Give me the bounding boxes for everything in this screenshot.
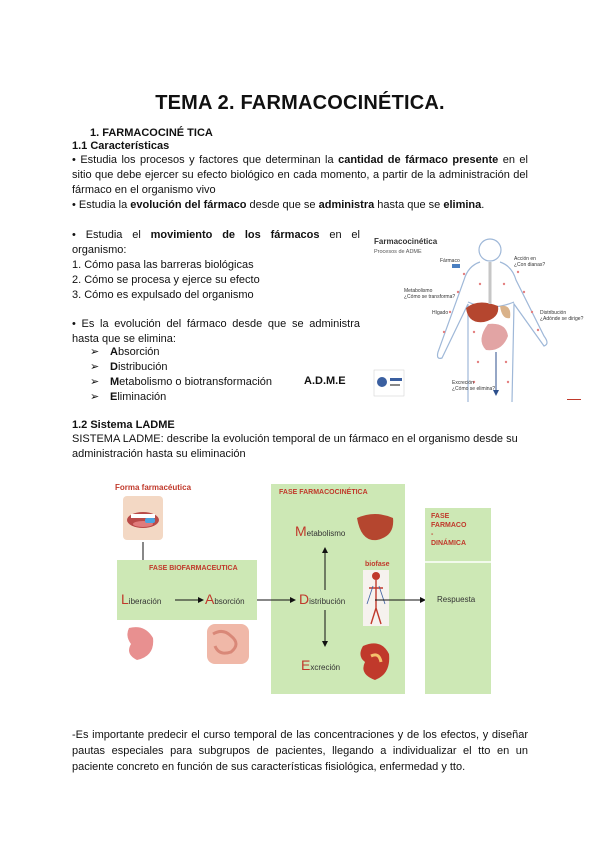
adme-body-figure: Farmacocinética Procesos de ADME Fármaco — [373, 237, 584, 403]
list-item-1: 1. Cómo pasa las barreras biológicas — [72, 259, 254, 271]
fase-bio-box — [117, 560, 257, 620]
distribucion-label: Distribución — [299, 591, 345, 607]
intestine-icon — [481, 323, 508, 351]
page-title: TEMA 2. FARMACOCINÉTICA. — [155, 92, 445, 114]
biofase-label: biofase — [365, 561, 390, 568]
adme-label: A.D.M.E — [304, 375, 346, 387]
liver-icon — [357, 514, 394, 541]
absorcion-label: Absorción — [205, 591, 245, 607]
label-distribucion: Distribución¿Adónde se dirige? — [540, 310, 584, 322]
adme-item-distribucion: ➢Distribución — [90, 361, 168, 373]
closing-paragraph: -Es importante predecir el curso tempora… — [72, 729, 528, 773]
list-item-3: 3. Cómo es expulsado del organismo — [72, 289, 254, 301]
fase-din-box — [425, 508, 491, 694]
respuesta-label: Respuesta — [437, 595, 476, 604]
stomach-icon — [500, 305, 511, 319]
label-excrecion: Excreción¿Cómo se elimina? — [452, 380, 495, 392]
circulatory-body-icon — [363, 570, 389, 626]
figure-title: Farmacocinética — [374, 237, 438, 246]
kidney-icon — [360, 643, 390, 680]
section-heading: 1. FARMACOCINÉ TICA — [90, 127, 213, 139]
stomach-icon — [127, 627, 154, 660]
label-farmaco: Fármaco — [440, 258, 460, 264]
list-item-2: 2. Cómo se procesa y ejerce su efecto — [72, 274, 260, 286]
metabolismo-label: Metabolismo — [295, 523, 346, 539]
liberacion-label: Liberación — [121, 591, 161, 607]
subsection-caracteristicas: 1.1 Características — [72, 140, 170, 152]
fase-cin-label: FASE FARMACOCINÉTICA — [279, 487, 368, 496]
excrecion-label: Excreción — [301, 657, 340, 673]
bullet-evolucion-adme: • Es la evolución del fármaco desde que … — [72, 318, 360, 345]
adme-item-eliminacion: ➢Eliminación — [90, 391, 167, 403]
bullet-movimiento: • Estudia el movimiento de los fármacos … — [72, 229, 360, 256]
fase-bio-label: FASE BIOFARMACEUTICA — [149, 565, 238, 572]
label-higado: Hígado — [432, 310, 448, 316]
ladme-description: SISTEMA LADME: describe la evolución tem… — [72, 433, 518, 460]
figure-subtitle: Procesos de ADME — [374, 249, 422, 255]
subsection-ladme: 1.2 Sistema LADME — [72, 419, 175, 431]
ladme-diagram: Forma farmacéutica FASE BIOFARMACEUTICA … — [115, 483, 491, 694]
syringe-icon — [452, 264, 460, 268]
label-accion: Acción en¿Con dianas? — [514, 256, 545, 268]
adme-item-metabolismo: ➢Metabolismo o biotransformación — [90, 376, 273, 388]
intestine-icon — [207, 624, 249, 664]
mouth-pill-icon — [123, 496, 163, 540]
forma-label: Forma farmacéutica — [115, 483, 192, 492]
adme-item-absorcion: ➢Absorción — [90, 346, 160, 358]
bullet-evolucion: • Estudia la evolución del fármaco desde… — [72, 199, 485, 211]
bullet-cantidad: • Estudia los procesos y factores que de… — [72, 154, 528, 196]
liver-icon — [466, 302, 499, 323]
decorative-red-line — [567, 399, 581, 400]
label-metabolismo: Metabolismo¿Cómo se transforma? — [404, 288, 455, 300]
